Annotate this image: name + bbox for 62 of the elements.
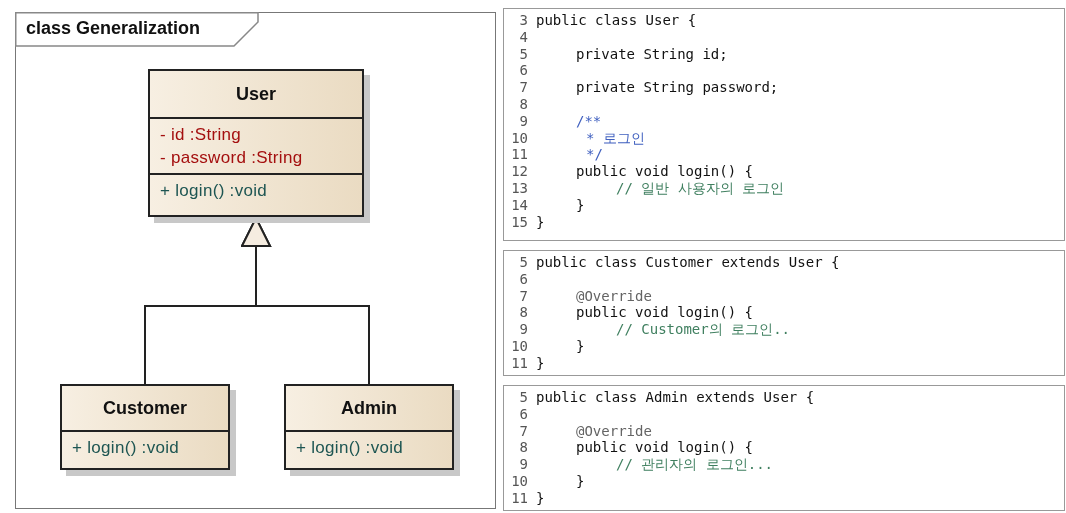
line-number: 10 [510,129,528,147]
code-line: } [536,489,545,507]
code-line: } [536,354,545,372]
code-panel [503,385,1065,511]
line-number: 3 [518,12,528,29]
line-number: 7 [518,79,528,96]
line-number: 5 [518,389,528,406]
code-panel [503,8,1065,241]
code-line: // Customer의 로그인.. [616,321,790,338]
frame-title: class Generalization [26,18,201,39]
line-number: 10 [510,338,528,355]
attribute-text: - id :String [160,124,243,146]
code-line: public class User { [536,12,697,29]
code-line: @Override [576,422,652,440]
line-number: 8 [518,439,528,457]
line-number: 7 [518,287,528,305]
line-number: 9 [518,321,528,338]
line-number: 9 [518,456,528,473]
operation-text: + login() :void [72,437,181,459]
code-line: private String password; [576,79,779,96]
line-number: 7 [518,422,528,440]
line-number: 11 [510,489,528,507]
code-line: @Override [576,287,652,305]
line-number: 5 [518,254,528,271]
code-line: /** [576,112,602,130]
line-number: 4 [518,28,528,46]
attribute-text: - password :String [160,147,304,169]
line-number: 15 [510,213,528,231]
code-line: public class Admin extends User { [536,389,815,406]
code-line: * 로그인 [586,129,645,147]
line-number: 5 [518,45,528,63]
operation-text: + login() :void [160,180,269,202]
line-number: 14 [510,196,528,214]
code-line: // 일반 사용자의 로그인 [616,179,785,197]
line-number: 11 [510,146,528,164]
line-number: 12 [510,163,528,180]
code-line: */ [586,146,603,164]
code-line: } [576,338,585,355]
code-line: public void login() { [576,163,753,180]
line-number: 13 [510,179,528,197]
code-line: public void login() { [576,304,753,322]
code-line: } [576,473,585,490]
line-number: 11 [510,354,528,372]
code-line: // 관리자의 로그인... [616,456,773,473]
class-name: Admin [341,397,397,419]
class-name: Customer [103,397,187,419]
class-name: User [236,83,276,105]
code-panel [503,250,1065,376]
line-number: 6 [518,62,528,80]
code-line: public void login() { [576,439,753,457]
code-line: } [576,196,585,214]
line-number: 6 [518,270,528,288]
operation-text: + login() :void [296,437,405,459]
code-line: private String id; [576,45,728,63]
code-line: public class Customer extends User { [536,254,840,271]
line-number: 9 [518,112,528,130]
line-number: 8 [518,304,528,322]
code-line: } [536,213,545,231]
line-number: 8 [518,96,528,113]
diagram-frame [15,12,496,509]
line-number: 10 [510,473,528,490]
line-number: 6 [518,405,528,423]
